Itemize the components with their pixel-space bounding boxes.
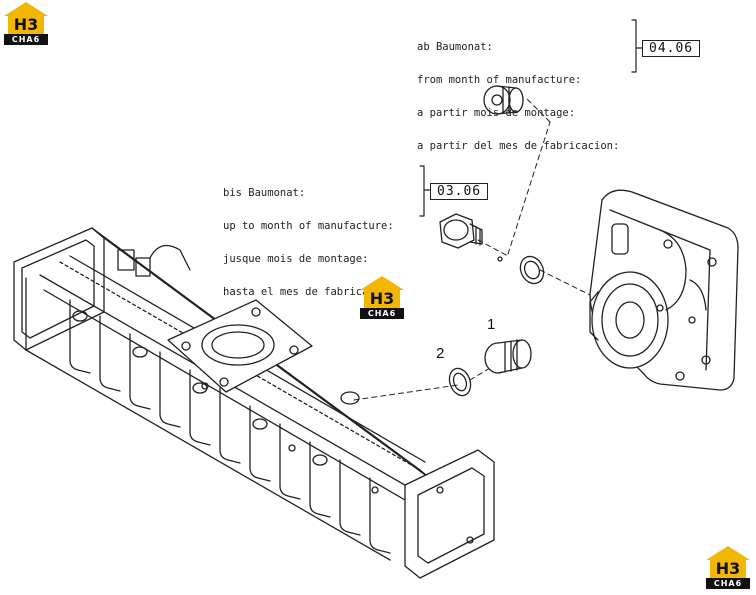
- intake-manifold: [13, 227, 495, 579]
- logo-sub: CHA6: [713, 579, 743, 588]
- date-box-from: 04.06: [642, 40, 701, 57]
- date-box-until: 03.06: [430, 183, 489, 200]
- watermark-logo-bottom-right: H3 CHA6: [704, 546, 752, 590]
- note-from-line-1: ab Baumonat:: [417, 41, 493, 53]
- housing: [589, 189, 739, 391]
- plug-old: [439, 213, 503, 262]
- note-from-month: ab Baumonat: from month of manufacture: …: [417, 20, 619, 163]
- watermark-logo-center: H3 CHA6: [358, 276, 406, 320]
- logo-sub: CHA6: [367, 309, 397, 318]
- plug: [484, 339, 532, 374]
- logo-mark: H3: [13, 15, 39, 34]
- sealing-ring: [448, 367, 472, 397]
- note-brackets: [419, 19, 643, 217]
- note-until-line-3: jusque mois de montage:: [223, 253, 369, 265]
- note-from-line-4: a partir del mes de fabricacion:: [417, 140, 620, 152]
- note-from-line-3: a partir mois de montage:: [417, 107, 576, 119]
- note-until-line-4: hasta el mes de fabricacion:: [223, 286, 401, 298]
- logo-sub: CHA6: [11, 35, 41, 44]
- note-from-line-2: from month of manufacture:: [417, 74, 582, 86]
- callout-item-2: 2: [436, 345, 445, 362]
- plug-new: [483, 85, 524, 115]
- logo-mark: H3: [369, 289, 395, 308]
- note-until-line-1: bis Baumonat:: [223, 187, 306, 199]
- callout-item-1: 1: [487, 316, 496, 333]
- watermark-logo-top-left: H3 CHA6: [2, 2, 50, 46]
- note-until-month: bis Baumonat: up to month of manufacture…: [223, 166, 400, 309]
- logo-mark: H3: [715, 559, 741, 578]
- note-until-line-2: up to month of manufacture:: [223, 220, 394, 232]
- sealing-ring-upper: [519, 255, 545, 285]
